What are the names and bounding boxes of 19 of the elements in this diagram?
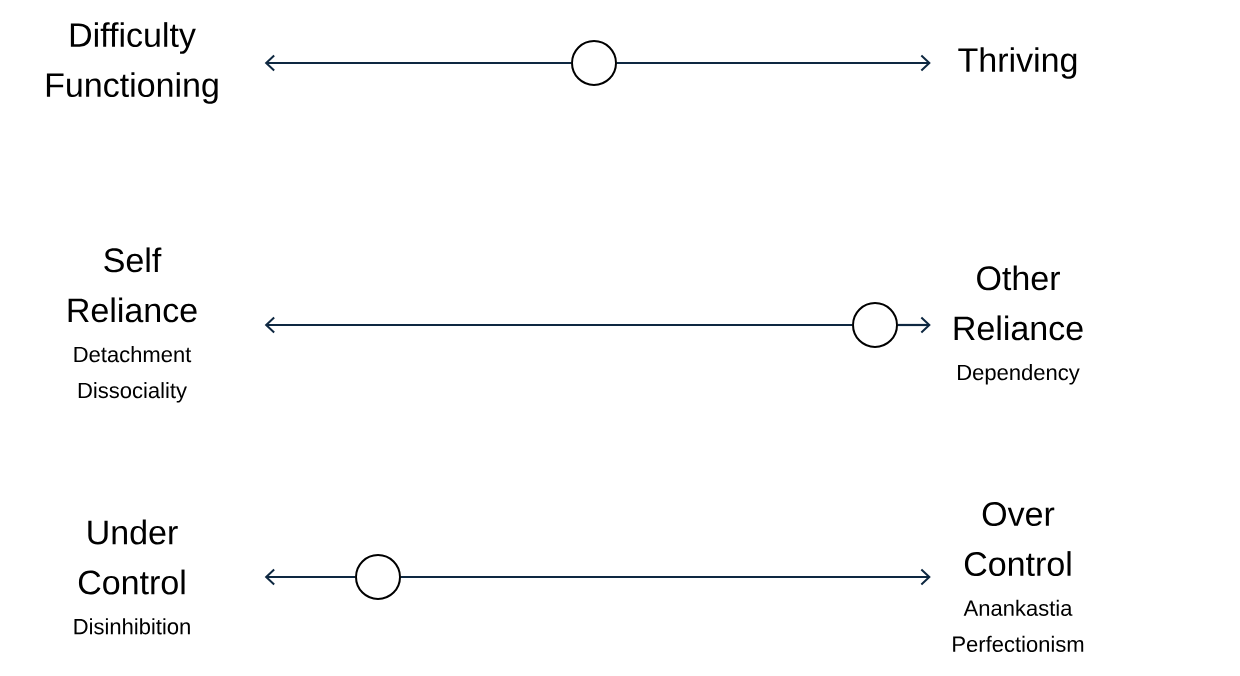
axis-label: Self Reliance — [68, 247, 197, 323]
trait-label: Detachment Dissociality — [74, 346, 192, 403]
slider-marker — [852, 302, 898, 348]
axis-label: Over Control — [964, 502, 1071, 577]
arrow — [898, 316, 931, 334]
arrow — [264, 54, 571, 72]
trait-label: Disinhibition — [74, 618, 190, 635]
arrow — [617, 54, 931, 72]
arrow — [401, 568, 931, 586]
arrow — [264, 316, 852, 334]
axis-label: Thriving — [958, 47, 1077, 79]
arrow — [264, 568, 355, 586]
trait-label: Anankastia Perfectionism — [953, 599, 1084, 652]
slider-marker — [571, 40, 617, 86]
trait-label: Dependency — [958, 364, 1080, 385]
axis-label: Difficulty Functioning — [46, 22, 218, 104]
axis-label: Other Reliance — [954, 265, 1083, 341]
axis-label: Under Control — [78, 519, 185, 595]
slider-marker — [355, 554, 401, 600]
